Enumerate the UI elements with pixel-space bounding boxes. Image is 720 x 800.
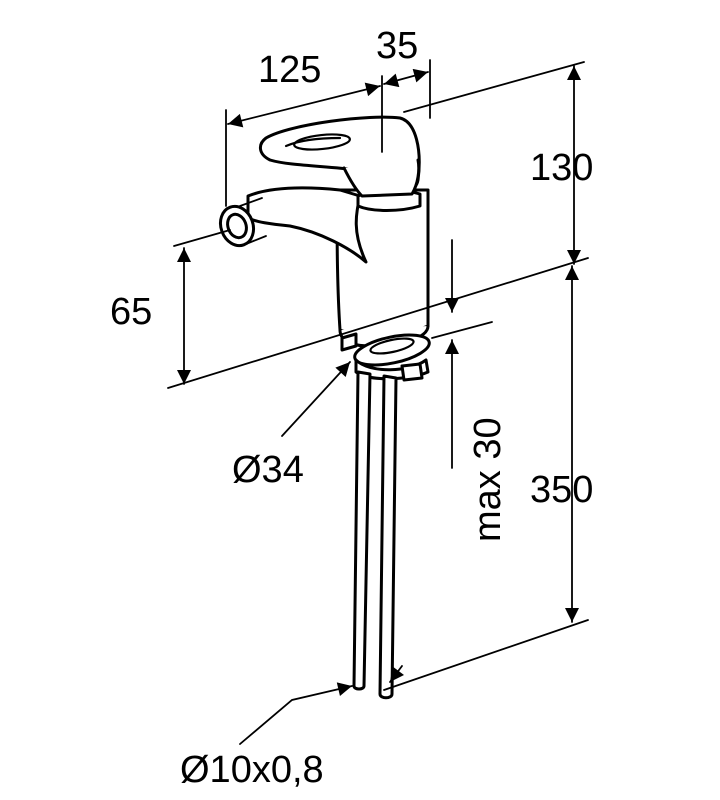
label-35: 35 xyxy=(376,25,418,67)
label-130: 130 xyxy=(530,147,593,189)
label-350: 350 xyxy=(530,469,593,511)
base-ring xyxy=(338,324,431,382)
aerator xyxy=(218,197,267,248)
faucet-body xyxy=(218,115,431,700)
label-125: 125 xyxy=(258,49,321,91)
label-diameter-34: Ø34 xyxy=(232,449,304,491)
label-pipe-spec: Ø10x0,8 xyxy=(180,749,324,791)
dimension-labels: 125 35 130 65 Ø34 max 30 350 Ø10x0,8 xyxy=(110,25,593,791)
extension-lines xyxy=(167,59,589,691)
dim-35-line xyxy=(383,68,429,88)
supply-pipes xyxy=(352,370,398,700)
label-65: 65 xyxy=(110,291,152,333)
dim-125-line xyxy=(227,82,381,128)
dim-pipe-leader xyxy=(239,682,353,745)
dim-34-leader xyxy=(281,361,351,437)
label-max-30: max 30 xyxy=(467,417,509,542)
dimension-lines xyxy=(177,65,581,745)
